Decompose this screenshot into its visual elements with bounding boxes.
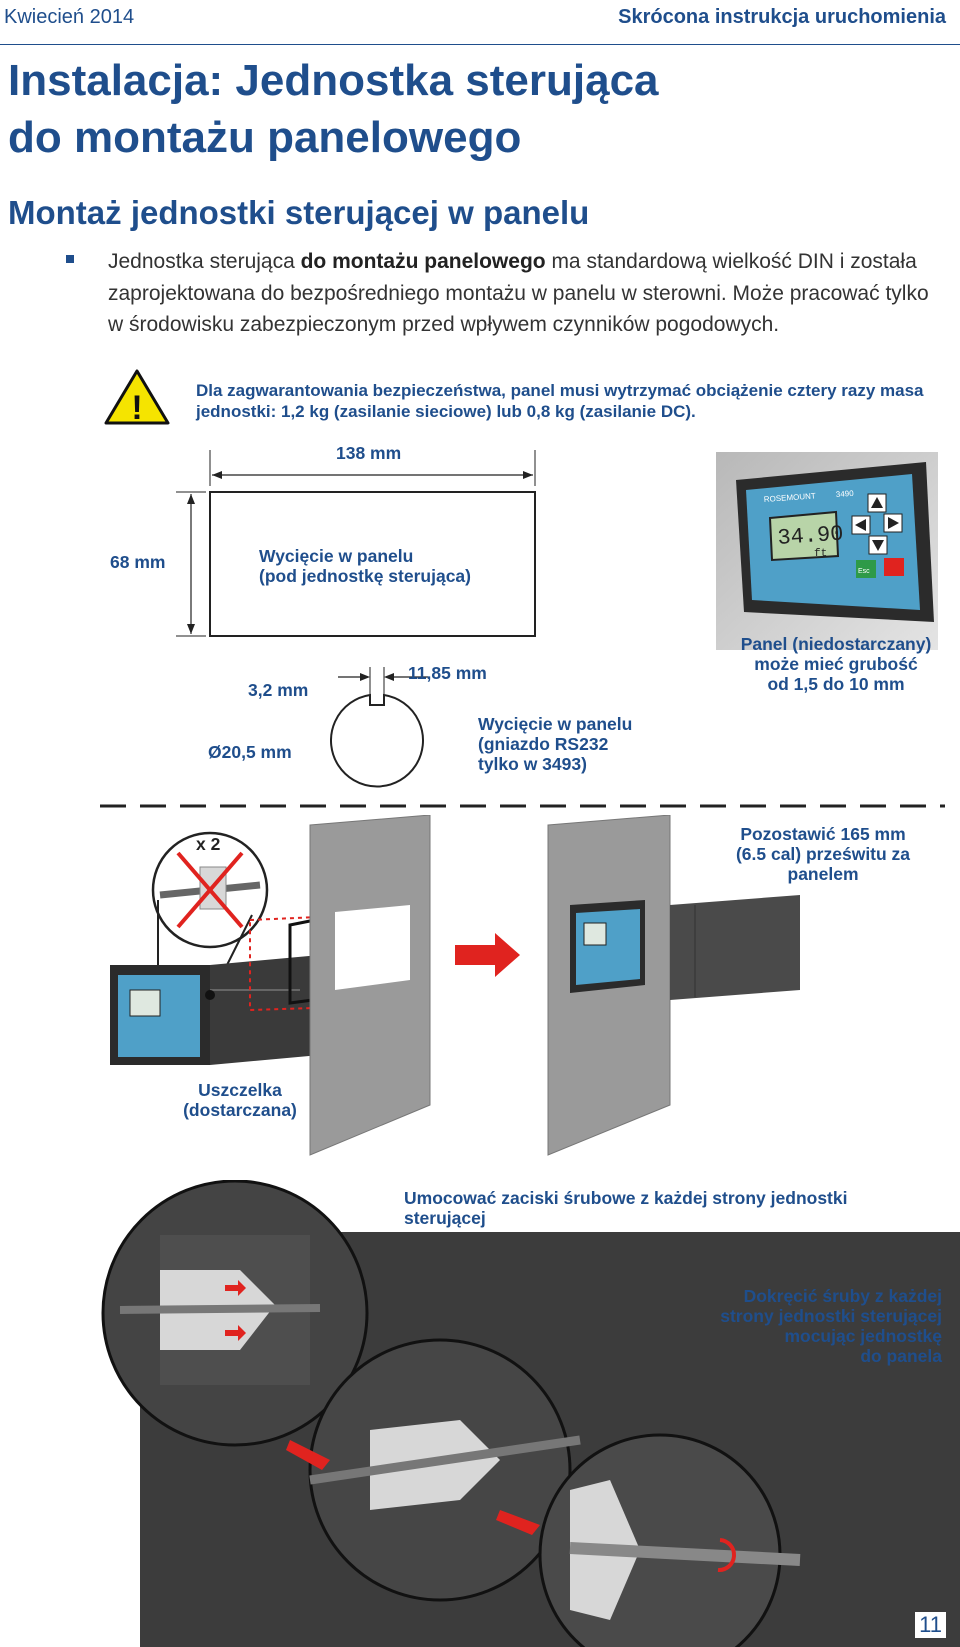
clearance-line1: Pozostawić 165 mm bbox=[740, 824, 906, 844]
diameter-dimension: Ø20,5 mm bbox=[208, 742, 292, 762]
bullet-icon bbox=[66, 255, 74, 263]
cutout-label-line1: Wycięcie w panelu bbox=[259, 546, 414, 566]
intro-bold: do montażu panelowego bbox=[300, 250, 546, 273]
rs232-label-line3: tylko w 3493) bbox=[478, 754, 587, 774]
header-doc-title: Skrócona instrukcja uruchomienia bbox=[618, 6, 946, 28]
page-title: Instalacja: Jednostka sterująca do monta… bbox=[8, 52, 659, 166]
cutout-label-line2: (pod jednostkę sterująca) bbox=[259, 566, 471, 586]
rs232-label-line1: Wycięcie w panelu bbox=[478, 714, 633, 734]
header-date: Kwiecień 2014 bbox=[4, 6, 135, 28]
clamp-detail-illustration bbox=[101, 1180, 960, 1647]
panel-thickness-line2: może mieć grubość bbox=[754, 654, 918, 674]
key-esc-label: Esc bbox=[858, 568, 870, 575]
tighten-line4: do panela bbox=[860, 1346, 942, 1366]
intro-part2: ma standardową wielkość DIN i została za… bbox=[108, 250, 929, 336]
tighten-line3: mocując jednostkę bbox=[784, 1326, 942, 1346]
height-dimension: 68 mm bbox=[110, 552, 166, 572]
warning-symbol: ! bbox=[131, 389, 142, 426]
header-rule bbox=[0, 44, 960, 45]
warning-icon: ! bbox=[104, 369, 170, 426]
mounting-illustration bbox=[110, 815, 800, 1156]
cutout-drawing bbox=[176, 450, 536, 637]
fix-clamps-label: Umocować zaciski śrubowe z każdej strony… bbox=[404, 1188, 848, 1228]
gasket-line2: (dostarczana) bbox=[183, 1100, 297, 1120]
notch-width-dimension: 11,85 mm bbox=[408, 663, 487, 683]
dashed-divider bbox=[100, 804, 945, 808]
key-esc bbox=[856, 560, 876, 578]
page-number: 11 bbox=[915, 1612, 946, 1638]
clearance-line3: panelem bbox=[787, 864, 859, 884]
section-title: Montaż jednostki sterującej w panelu bbox=[8, 194, 590, 231]
notch-dimension: 3,2 mm bbox=[248, 680, 309, 700]
device-unit: ft bbox=[814, 548, 827, 560]
device-brand: ROSEMOUNT bbox=[764, 491, 817, 504]
gasket-line1: Uszczelka bbox=[198, 1080, 282, 1100]
device-photo: ROSEMOUNT 3490 34.90 ft Esc bbox=[716, 452, 938, 650]
panel-thickness-line3: od 1,5 do 10 mm bbox=[767, 674, 905, 694]
warning-text: Dla zagwarantowania bezpieczeństwa, pane… bbox=[196, 381, 924, 421]
intro-part1: Jednostka sterująca bbox=[108, 250, 301, 273]
tighten-line1: Dokręcić śruby z każdej bbox=[743, 1286, 942, 1306]
cutout-label: Wycięcie w panelu (pod jednostkę sterują… bbox=[259, 546, 471, 586]
device-model: 3490 bbox=[836, 489, 855, 499]
tighten-screws-label: Dokręcić śruby z każdej strony jednostki… bbox=[640, 1286, 942, 1366]
device-reading: 34.90 bbox=[777, 521, 845, 551]
width-dimension: 138 mm bbox=[336, 443, 402, 463]
gasket-label: Uszczelka (dostarczana) bbox=[170, 1080, 310, 1120]
page-title-line2: do montażu panelowego bbox=[8, 113, 522, 163]
tighten-line2: strony jednostki sterującej bbox=[720, 1306, 942, 1326]
panel-thickness-label: Panel (niedostarczany) może mieć grubość… bbox=[716, 634, 956, 694]
quantity-label: x 2 bbox=[196, 834, 221, 854]
page-title-line1: Instalacja: Jednostka sterująca bbox=[8, 56, 659, 105]
panel-thickness-line1: Panel (niedostarczany) bbox=[740, 634, 932, 654]
intro-paragraph: Jednostka sterująca do montażu paneloweg… bbox=[108, 246, 938, 341]
rs232-label-line2: (gniazdo RS232 bbox=[478, 734, 609, 754]
clearance-line2: (6.5 cal) prześwitu za bbox=[735, 844, 911, 864]
rs232-cutout-drawing bbox=[330, 667, 428, 788]
key-enter bbox=[884, 558, 904, 576]
clearance-label: Pozostawić 165 mm (6.5 cal) prześwitu za… bbox=[700, 824, 946, 884]
rs232-label: Wycięcie w panelu (gniazdo RS232 tylko w… bbox=[478, 714, 632, 774]
